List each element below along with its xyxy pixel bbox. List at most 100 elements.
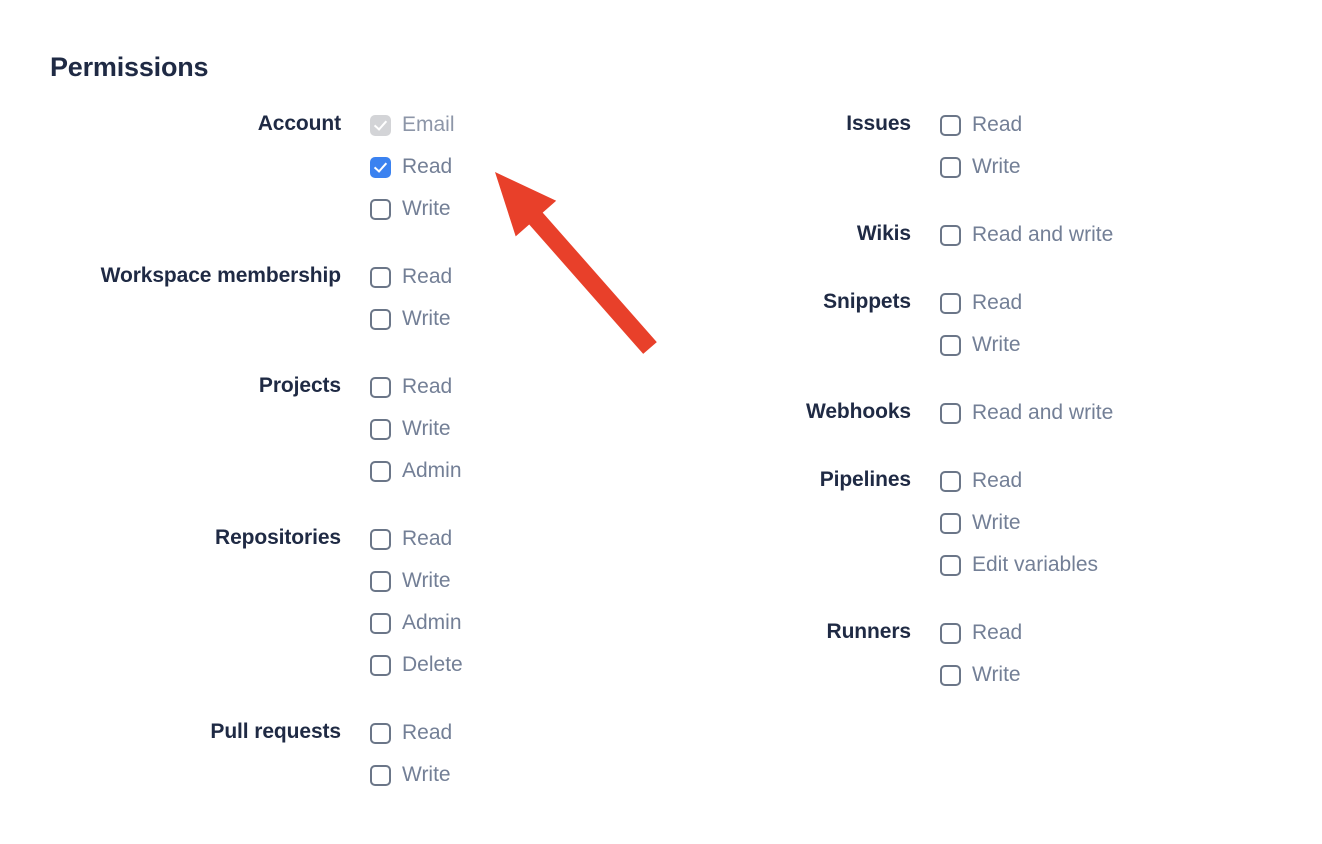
checkbox-repositories-write[interactable] (370, 570, 391, 592)
permission-group-label-webhooks: Webhooks (806, 400, 911, 423)
permission-option-workspace-membership-read[interactable]: Read (370, 256, 660, 298)
checkbox-label-repositories-write[interactable]: Write (402, 569, 451, 592)
checkbox-label-pipelines-edit-variables[interactable]: Edit variables (972, 553, 1099, 576)
permission-option-pull-requests-write[interactable]: Write (370, 754, 660, 796)
permission-group-label-runners: Runners (826, 620, 912, 643)
checkbox-label-projects-admin[interactable]: Admin (402, 459, 462, 482)
permission-group-webhooks: Webhooks Read and write (660, 392, 1322, 434)
checkbox-label-repositories-delete[interactable]: Delete (402, 653, 463, 676)
checkbox-label-account-read[interactable]: Read (402, 155, 453, 178)
permission-group-wikis: Wikis Read and write (660, 214, 1322, 256)
checkbox-account-read[interactable] (370, 156, 391, 178)
permission-option-issues-write[interactable]: Write (940, 146, 1322, 188)
permission-option-snippets-read[interactable]: Read (940, 282, 1322, 324)
checkbox-label-runners-write[interactable]: Write (972, 663, 1021, 686)
permission-option-account-email[interactable]: Email (370, 104, 660, 146)
checkbox-label-workspace-membership-write[interactable]: Write (402, 307, 451, 330)
checkbox-wikis-read-and-write[interactable] (940, 224, 961, 246)
checkbox-repositories-delete[interactable] (370, 654, 391, 676)
checkbox-pipelines-read[interactable] (940, 470, 961, 492)
permission-option-list: Read and write (911, 214, 1322, 256)
checkbox-label-account-email[interactable]: Email (402, 113, 455, 136)
checkbox-label-account-write[interactable]: Write (402, 197, 451, 220)
checkbox-workspace-membership-write[interactable] (370, 308, 391, 330)
permission-option-account-read[interactable]: Read (370, 146, 660, 188)
permission-option-runners-write[interactable]: Write (940, 654, 1322, 696)
permission-group-label-issues: Issues (846, 112, 911, 135)
checkbox-label-repositories-admin[interactable]: Admin (402, 611, 462, 634)
checkbox-pipelines-edit-variables[interactable] (940, 554, 961, 576)
checkbox-issues-read[interactable] (940, 114, 961, 136)
permission-group-label-account: Account (257, 112, 341, 135)
permission-option-wikis-read-and-write[interactable]: Read and write (940, 214, 1322, 256)
checkbox-projects-write[interactable] (370, 418, 391, 440)
permission-group-label-projects: Projects (258, 374, 341, 397)
checkbox-pipelines-write[interactable] (940, 512, 961, 534)
permission-option-pipelines-write[interactable]: Write (940, 502, 1322, 544)
permission-group-label-wikis: Wikis (856, 222, 911, 245)
checkbox-label-pull-requests-write[interactable]: Write (402, 763, 451, 786)
checkbox-label-snippets-read[interactable]: Read (972, 291, 1023, 314)
checkbox-webhooks-read-and-write[interactable] (940, 402, 961, 424)
permission-option-pipelines-read[interactable]: Read (940, 460, 1322, 502)
checkbox-label-wikis-read-and-write[interactable]: Read and write (972, 223, 1114, 246)
checkbox-runners-write[interactable] (940, 664, 961, 686)
permission-group-label-pull-requests: Pull requests (210, 720, 341, 743)
checkbox-workspace-membership-read[interactable] (370, 266, 391, 288)
checkbox-account-write[interactable] (370, 198, 391, 220)
permission-option-issues-read[interactable]: Read (940, 104, 1322, 146)
permission-option-runners-read[interactable]: Read (940, 612, 1322, 654)
permission-option-projects-read[interactable]: Read (370, 366, 660, 408)
checkbox-label-webhooks-read-and-write[interactable]: Read and write (972, 401, 1114, 424)
checkbox-pull-requests-read[interactable] (370, 722, 391, 744)
checkbox-runners-read[interactable] (940, 622, 961, 644)
permission-option-projects-write[interactable]: Write (370, 408, 660, 450)
checkbox-label-pipelines-read[interactable]: Read (972, 469, 1023, 492)
checkbox-label-snippets-write[interactable]: Write (972, 333, 1021, 356)
checkbox-projects-read[interactable] (370, 376, 391, 398)
checkbox-repositories-read[interactable] (370, 528, 391, 550)
permission-option-pipelines-edit-variables[interactable]: Edit variables (940, 544, 1322, 586)
checkbox-label-pull-requests-read[interactable]: Read (402, 721, 453, 744)
checkbox-label-projects-write[interactable]: Write (402, 417, 451, 440)
permission-option-repositories-write[interactable]: Write (370, 560, 660, 602)
checkbox-label-runners-read[interactable]: Read (972, 621, 1023, 644)
permission-option-webhooks-read-and-write[interactable]: Read and write (940, 392, 1322, 434)
permission-group-label-workspace-membership: Workspace membership (100, 264, 341, 287)
checkbox-pull-requests-write[interactable] (370, 764, 391, 786)
permission-option-projects-admin[interactable]: Admin (370, 450, 660, 492)
checkbox-label-issues-write[interactable]: Write (972, 155, 1021, 178)
checkbox-label-projects-read[interactable]: Read (402, 375, 453, 398)
permission-option-workspace-membership-write[interactable]: Write (370, 298, 660, 340)
checkbox-account-email (370, 114, 391, 136)
permission-option-account-write[interactable]: Write (370, 188, 660, 230)
permission-option-repositories-admin[interactable]: Admin (370, 602, 660, 644)
permission-option-repositories-read[interactable]: Read (370, 518, 660, 560)
checkbox-projects-admin[interactable] (370, 460, 391, 482)
checkbox-label-workspace-membership-read[interactable]: Read (402, 265, 453, 288)
checkbox-repositories-admin[interactable] (370, 612, 391, 634)
checkbox-label-issues-read[interactable]: Read (972, 113, 1023, 136)
permission-option-snippets-write[interactable]: Write (940, 324, 1322, 366)
checkbox-label-pipelines-write[interactable]: Write (972, 511, 1021, 534)
checkbox-issues-write[interactable] (940, 156, 961, 178)
permission-option-repositories-delete[interactable]: Delete (370, 644, 660, 686)
checkbox-snippets-write[interactable] (940, 334, 961, 356)
checkbox-label-repositories-read[interactable]: Read (402, 527, 453, 550)
permission-option-pull-requests-read[interactable]: Read (370, 712, 660, 754)
checkbox-snippets-read[interactable] (940, 292, 961, 314)
